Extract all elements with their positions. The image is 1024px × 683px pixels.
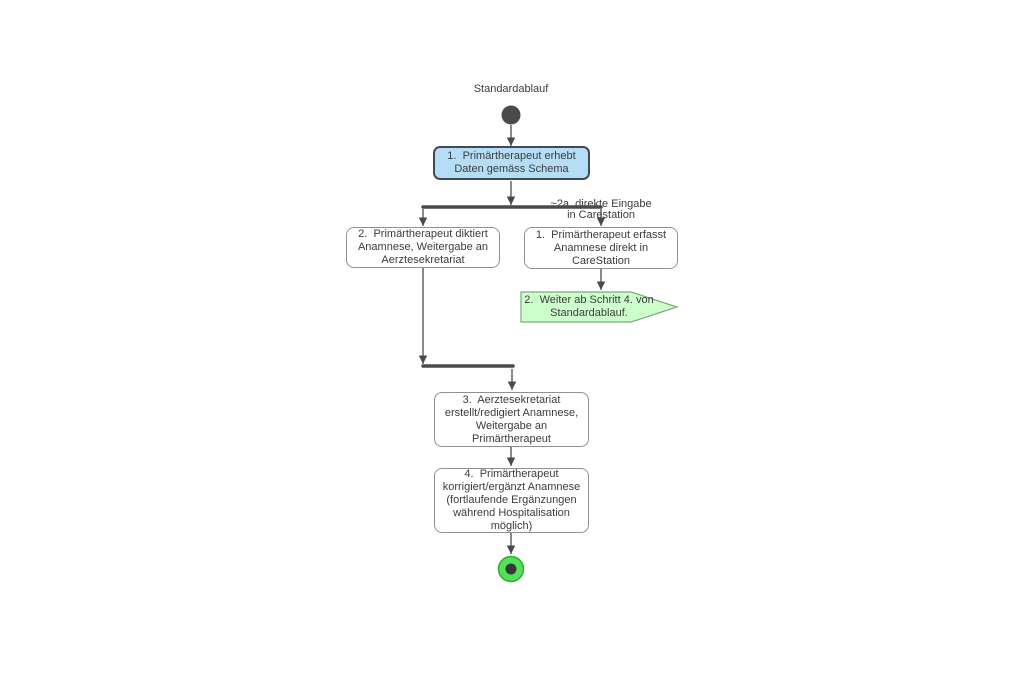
final-node-inner — [505, 563, 517, 575]
node-step2-diktiert-anamnese: 2. Primärtherapeut diktiert Anamnese, We… — [346, 227, 500, 268]
node-label: 2. Primärtherapeut diktiert Anamnese, We… — [357, 228, 489, 266]
node-alt2-weiter-ab-schritt4: 2. Weiter ab Schritt 4. von Standardabla… — [519, 292, 659, 322]
node-alt1-erfasst-carestation: 1. Primärtherapeut erfasst Anamnese dire… — [524, 227, 678, 269]
node-step3-aerztesekretariat: 3. Aerztesekretariat erstellt/redigiert … — [434, 392, 589, 447]
node-label: 1. Primärtherapeut erhebt Daten gemäss S… — [447, 150, 576, 175]
node-label: 3. Aerztesekretariat erstellt/redigiert … — [444, 393, 579, 445]
node-label: 2. Weiter ab Schritt 4. von Standardabla… — [524, 294, 654, 319]
node-step4-korrigiert-ergaenzt: 4. Primärtherapeut korrigiert/ergänzt An… — [434, 468, 589, 533]
node-step1-erhebt-daten: 1. Primärtherapeut erhebt Daten gemäss S… — [433, 146, 590, 180]
edge-label-alt-branch: ~2a. direkte Eingabe in Carestation — [550, 198, 652, 221]
node-label: 4. Primärtherapeut korrigiert/ergänzt An… — [442, 468, 581, 532]
final-node-outer — [497, 555, 525, 583]
node-label: 1. Primärtherapeut erfasst Anamnese dire… — [535, 228, 667, 267]
diagram-title: Standardablauf — [473, 83, 549, 95]
initial-node — [501, 105, 521, 125]
